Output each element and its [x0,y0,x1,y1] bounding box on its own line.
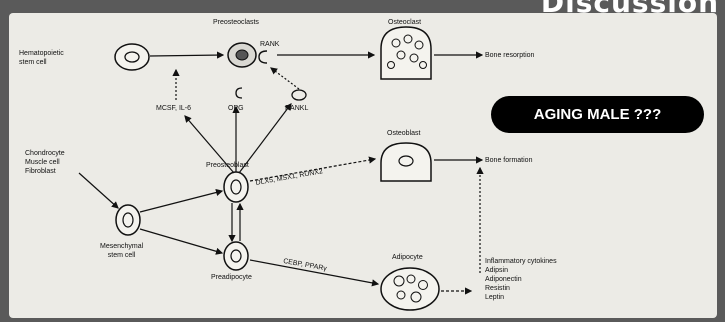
label-hematopoietic-stem-cell: Hematopoietic stem cell [19,49,64,67]
diagram-panel: Preosteoclasts Osteoclast Hematopoietic … [9,13,717,318]
hematopoietic-stem-cell-icon [115,44,149,70]
rankl-icon [292,90,306,100]
label-preosteoclasts: Preosteoclasts [213,18,259,27]
label-mesenchymal-stem-cell: Mesenchymal stem cell [100,242,143,260]
label-rank: RANK [260,40,279,49]
mesenchymal-stem-cell-icon [116,205,140,235]
label-preosteoblast: Preosteoblast [206,161,249,170]
preosteoblast-cell-icon [224,172,248,202]
label-opg: OPG [228,104,244,113]
label-bone-formation: Bone formation [485,156,532,165]
label-mcsf-il6: MCSF, IL-6 [156,104,191,113]
bone-cell-diagram [9,13,717,318]
label-chondrocyte-muscle-fibroblast: Chondrocyte Muscle cell Fibroblast [25,149,65,176]
label-bone-resorption: Bone resorption [485,51,534,60]
aging-male-badge: AGING MALE ??? [491,96,704,133]
label-adipokines: Inflammatory cytokines Adipsin Adiponect… [485,257,557,302]
label-osteoblast: Osteoblast [387,129,420,138]
opg-icon [236,88,242,98]
osteoclast-cell-icon [381,27,431,79]
label-preadipocyte: Preadipocyte [211,273,252,282]
osteoblast-cell-icon [381,143,431,181]
preadipocyte-cell-icon [224,242,248,270]
label-adipocyte: Adipocyte [392,253,423,262]
label-osteoclast: Osteoclast [388,18,421,27]
label-rankl: RANKL [285,104,308,113]
adipocyte-cell-icon [381,268,439,310]
